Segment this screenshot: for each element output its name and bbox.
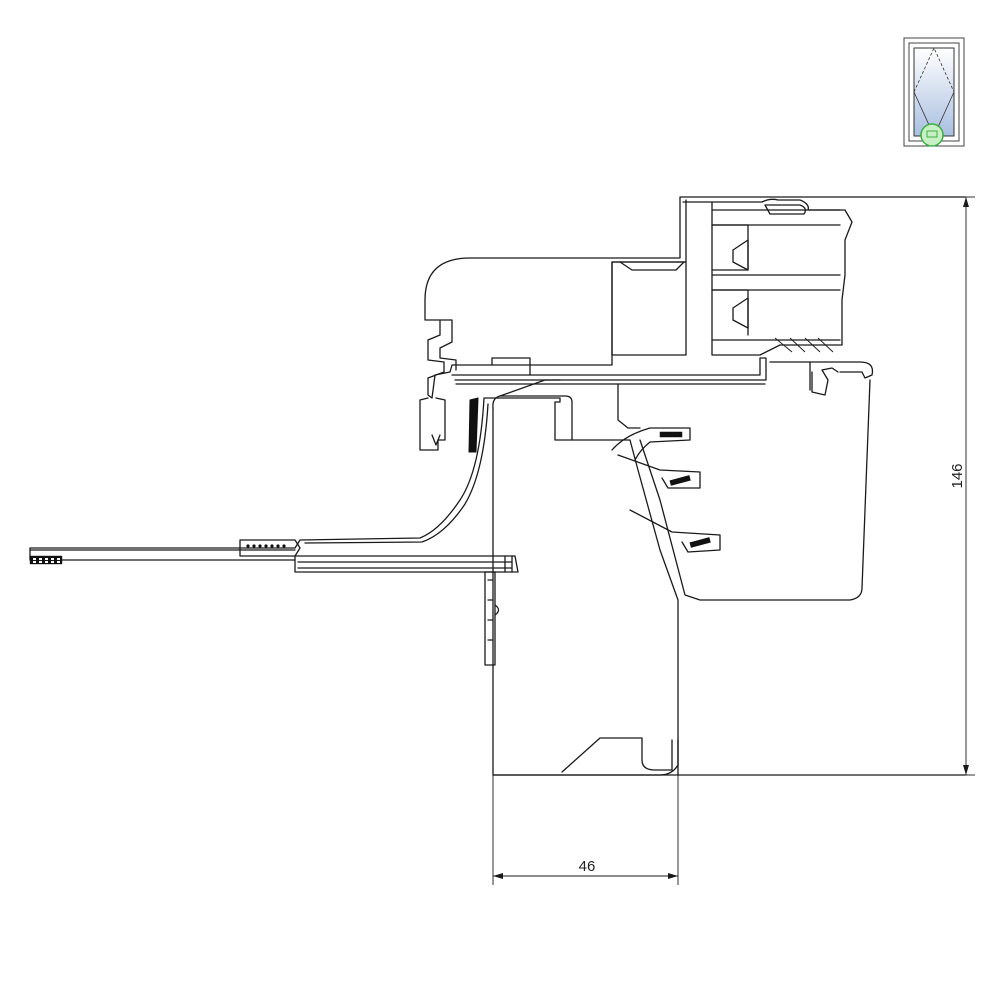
height-dimension: 146 xyxy=(949,196,975,776)
location-circle-marker xyxy=(920,123,944,147)
width-dimension: 46 xyxy=(492,775,679,885)
drip-hook-profile xyxy=(419,319,457,451)
width-dimension-label: 46 xyxy=(579,858,596,875)
height-dimension-label: 146 xyxy=(949,463,966,488)
window-sill-flashing xyxy=(29,397,519,666)
window-tilt-turn-icon xyxy=(903,37,965,147)
frame-profile xyxy=(484,361,966,776)
sash-profile xyxy=(424,196,966,399)
